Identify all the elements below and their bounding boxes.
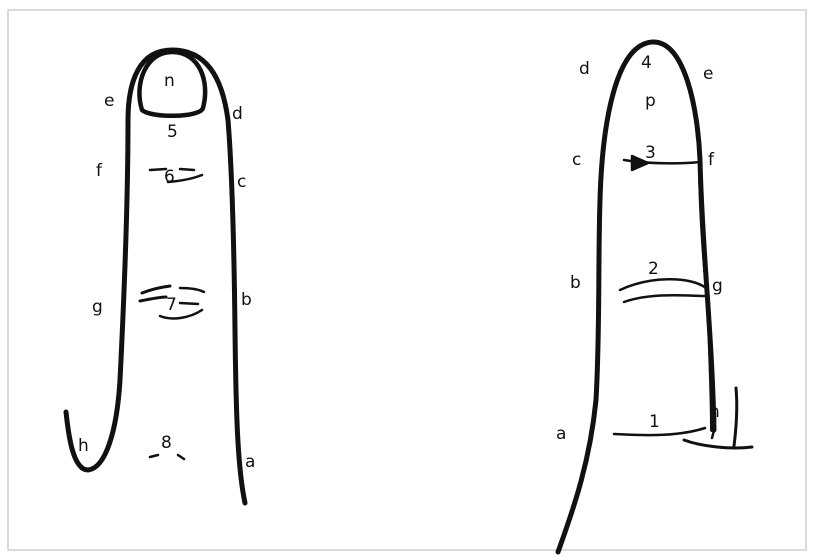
right-finger-outline [555, 39, 717, 555]
crease-6-mark [178, 167, 196, 172]
crease-8-mark [148, 453, 160, 459]
crease-1-line [710, 398, 717, 440]
crease-7-mark [138, 295, 168, 303]
crease-1-line [732, 386, 739, 448]
crease-7-mark [140, 284, 172, 295]
right-label-2: 2 [648, 259, 659, 279]
left-finger-outline [63, 47, 248, 506]
left-label-a: a [245, 452, 255, 472]
crease-7-mark [178, 301, 200, 306]
left-label-b: b [241, 290, 252, 310]
crease-3-arrowhead [630, 154, 650, 172]
left-label-6: 6 [164, 167, 175, 187]
left-finger-figure [63, 47, 248, 506]
right-finger-edge [698, 158, 710, 302]
left-label-g: g [92, 297, 103, 317]
crease-1-line [612, 426, 707, 437]
right-label-3: 3 [645, 143, 656, 163]
left-label-d: d [232, 104, 243, 124]
left-label-8: 8 [161, 433, 172, 453]
left-label-5: 5 [167, 122, 178, 142]
right-label-f: f [708, 150, 715, 170]
right-label-h: h [709, 402, 720, 422]
right-label-1: 1 [649, 412, 660, 432]
left-label-n: n [164, 71, 175, 91]
left-label-h: h [78, 436, 89, 456]
right-finger-edge [706, 298, 714, 432]
left-label-c: c [237, 172, 246, 192]
crease-6-mark [166, 173, 204, 184]
right-label-e: e [703, 64, 713, 84]
crease-8-mark [176, 453, 186, 461]
left-label-f: f [96, 161, 103, 181]
left-label-e: e [104, 91, 114, 111]
crease-6-mark [148, 167, 168, 172]
right-label-c: c [572, 150, 581, 170]
left-figure-labels: n 5 6 7 8 e d f c g b h a [78, 71, 255, 472]
left-nail-outline [137, 49, 208, 118]
right-label-a: a [556, 424, 566, 444]
right-label-d: d [579, 59, 590, 79]
crease-7-mark [178, 286, 206, 294]
right-label-b: b [570, 273, 581, 293]
crease-2-line [618, 278, 708, 292]
right-label-g: g [712, 276, 723, 296]
right-figure-labels: 4 d e p 3 c f 2 b g h 1 a [556, 53, 723, 444]
right-label-p: p [645, 91, 656, 111]
crease-1-line [682, 438, 754, 450]
right-label-4: 4 [641, 53, 652, 73]
left-label-7: 7 [166, 295, 177, 315]
crease-2-line [622, 293, 708, 304]
right-finger-figure [555, 39, 754, 555]
crease-7-mark [158, 308, 204, 320]
diagram-frame [7, 9, 807, 551]
